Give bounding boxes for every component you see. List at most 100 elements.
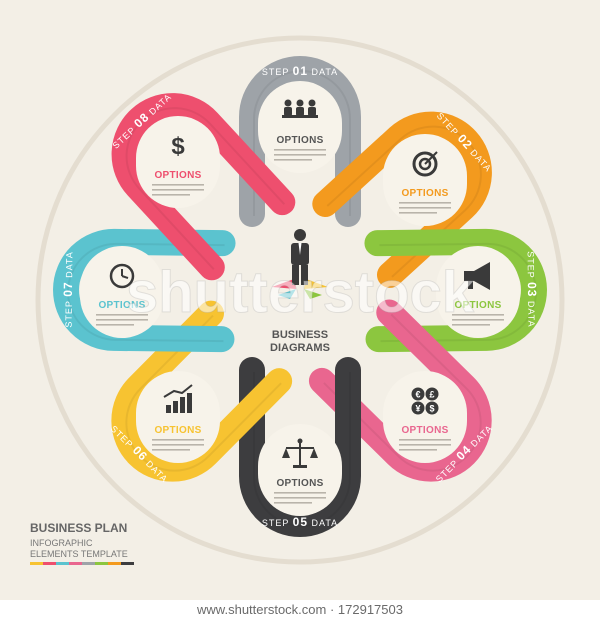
- step-number: 03: [525, 282, 539, 298]
- placeholder-line: [399, 207, 451, 209]
- step-card-06[interactable]: OPTIONS: [136, 371, 220, 463]
- placeholder-line: [96, 324, 134, 326]
- placeholder-line: [152, 449, 190, 451]
- step-tail: DATA: [64, 251, 74, 281]
- meeting-icon: [282, 99, 318, 118]
- step-number: 01: [293, 64, 308, 78]
- step-tail: DATA: [308, 518, 338, 528]
- color-swatch: [30, 562, 43, 565]
- loop-shadow: [125, 107, 286, 270]
- option-label: OPTIONS: [276, 478, 323, 489]
- loop-band-step-07: [53, 228, 236, 353]
- step-number: 07: [61, 281, 75, 297]
- step-cards: OPTIONS OPTIONS OPTIONS € £ ¥ $ OPTIONS OPTIONS O…: [80, 81, 520, 516]
- step-number: 05: [293, 515, 308, 529]
- corner-title: BUSINESS PLAN: [30, 521, 127, 535]
- placeholder-line: [274, 492, 326, 494]
- option-label: OPTIONS: [401, 188, 448, 199]
- placeholder-line: [452, 319, 504, 321]
- placeholder-line: [274, 149, 326, 151]
- color-swatch: [56, 562, 69, 565]
- target-icon: [412, 151, 438, 177]
- placeholder-line: [274, 159, 312, 161]
- step-card-03[interactable]: OPTIONS: [436, 246, 520, 338]
- color-swatch: [95, 562, 108, 565]
- placeholder-line: [452, 314, 504, 316]
- loop-band-step-01: [239, 56, 361, 227]
- scales-icon: [282, 438, 318, 468]
- loop-band-step-08: [111, 93, 296, 281]
- placeholder-line: [152, 194, 190, 196]
- step-card-04[interactable]: € £ ¥ $ OPTIONS: [383, 371, 467, 463]
- step-loops: [53, 56, 547, 537]
- businessman-icon: [272, 229, 328, 299]
- loop-shadow: [253, 70, 351, 216]
- placeholder-line: [274, 502, 312, 504]
- placeholder-line: [452, 324, 490, 326]
- placeholder-line: [152, 184, 204, 186]
- step-word: STEP: [262, 518, 293, 528]
- svg-text:¥: ¥: [415, 404, 420, 414]
- placeholder-line: [274, 154, 326, 156]
- step-label-text: STEP 03 DATA: [525, 251, 540, 328]
- currency-icon: € £ ¥ $: [411, 387, 439, 415]
- step-word: STEP: [526, 251, 536, 282]
- floor-arrow-icon: [304, 289, 322, 299]
- color-swatch: [121, 562, 134, 565]
- color-swatch: [69, 562, 82, 565]
- loop-band-step-02: [312, 111, 492, 288]
- floor-arrow-icon: [278, 289, 296, 299]
- step-card-05[interactable]: OPTIONS: [258, 424, 342, 516]
- step-label-text: STEP 01 DATA: [262, 64, 338, 78]
- watermark-text: shutterstock: [126, 260, 475, 325]
- loop-shadow: [326, 125, 482, 278]
- loop-shadow: [125, 314, 282, 472]
- step-card-08[interactable]: $ OPTIONS: [136, 116, 220, 208]
- step-word: STEP: [262, 67, 293, 77]
- color-swatch: [108, 562, 121, 565]
- loop-band-step-05: [239, 357, 361, 537]
- svg-text:€: €: [415, 390, 420, 400]
- step-label-text: STEP 07 DATA: [61, 251, 76, 328]
- step-card-07[interactable]: OPTIONS: [80, 246, 164, 338]
- loop-shadow: [379, 242, 537, 343]
- placeholder-line: [399, 212, 437, 214]
- option-label: OPTIONS: [98, 300, 145, 311]
- svg-text:$: $: [429, 404, 434, 414]
- step-label-text: STEP 05 DATA: [262, 515, 338, 529]
- loop-shadow: [323, 313, 482, 472]
- outer-ring: [35, 35, 565, 565]
- loop-band-step-03: [364, 228, 547, 353]
- growth-chart-icon: [163, 384, 193, 413]
- step-label-07: STEP 07 DATA: [61, 251, 76, 328]
- placeholder-line: [96, 314, 148, 316]
- clock-icon: [109, 263, 135, 289]
- option-label: OPTIONS: [401, 425, 448, 436]
- placeholder-line: [399, 444, 451, 446]
- loop-shadow: [253, 372, 351, 527]
- placeholder-line: [152, 444, 204, 446]
- loop-shadow: [67, 242, 225, 343]
- step-tail: DATA: [526, 297, 536, 327]
- placeholder-line: [399, 202, 451, 204]
- svg-text:£: £: [429, 390, 434, 400]
- placeholder-line: [399, 439, 451, 441]
- step-word: STEP: [64, 297, 74, 328]
- loop-band-step-04: [308, 299, 492, 482]
- corner-sub2: ELEMENTS TEMPLATE: [30, 549, 128, 559]
- footer-credit: www.shutterstock.com · 172917503: [0, 600, 600, 620]
- placeholder-line: [96, 319, 148, 321]
- color-swatch: [82, 562, 95, 565]
- option-label: OPTIONS: [454, 300, 501, 311]
- step-card-02[interactable]: OPTIONS: [383, 134, 467, 226]
- option-label: OPTIONS: [276, 135, 323, 146]
- dollar-icon: $: [171, 133, 185, 160]
- option-label: OPTIONS: [154, 170, 201, 181]
- placeholder-line: [152, 189, 204, 191]
- svg-text:$: $: [171, 133, 185, 160]
- color-strip: [30, 562, 134, 565]
- step-card-01[interactable]: OPTIONS: [258, 81, 342, 173]
- placeholder-line: [274, 497, 326, 499]
- center-title-line2: DIAGRAMS: [270, 342, 330, 354]
